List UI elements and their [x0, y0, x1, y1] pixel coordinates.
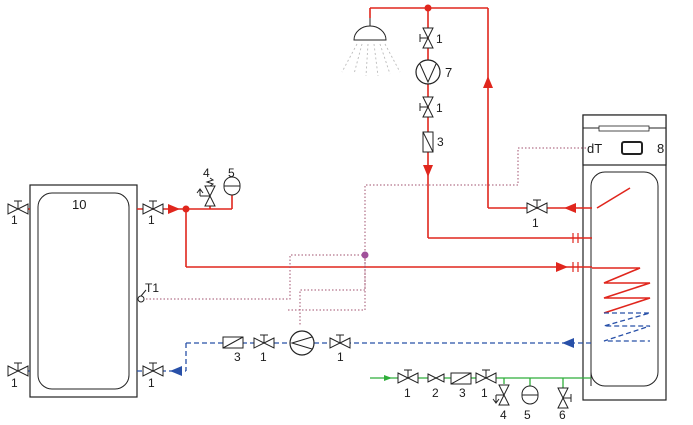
expansion-vessel-symbols: [223, 176, 539, 405]
control-lines: [146, 147, 586, 325]
label-valve-1-k: 1: [481, 386, 488, 400]
heat-pump-label: 8: [657, 141, 664, 156]
label-safety-valve-4-a: 4: [203, 166, 210, 180]
t1-sensor: T1: [137, 281, 159, 303]
filter-symbols: [222, 131, 472, 385]
label-valve-1-h: 1: [436, 32, 443, 46]
check-valve-symbol: [427, 373, 445, 383]
label-valve-1-j: 1: [404, 386, 411, 400]
storage-tank: 10: [29, 184, 138, 398]
coil-cold: [603, 312, 651, 342]
label-valve-1-a: 1: [11, 213, 18, 227]
safety-valve-symbols: [196, 177, 510, 406]
label-valve-1-b: 1: [148, 213, 155, 227]
label-valve-1-c: 1: [11, 376, 18, 390]
label-check-valve-2: 2: [432, 386, 439, 400]
dip-tube: [596, 187, 631, 209]
dt-sensor-label: dT: [587, 141, 602, 156]
coil-hot: [592, 267, 651, 314]
label-valve-1-f: 1: [337, 350, 344, 364]
label-valve-1-g: 1: [532, 216, 539, 230]
component-labels: 1 1 1 1 1 1 1 1 1 1 1 2 3 3 3 4 4 5 5 6 …: [11, 32, 566, 422]
label-safety-valve-4-b: 4: [500, 408, 507, 422]
t1-sensor-label: T1: [145, 281, 159, 295]
label-pump-7: 7: [445, 65, 452, 80]
label-filter-3-a: 3: [234, 350, 241, 364]
label-drain-valve-6: 6: [559, 408, 566, 422]
label-expansion-vessel-5-a: 5: [228, 166, 235, 180]
label-filter-3-b: 3: [459, 386, 466, 400]
label-filter-3-c: 3: [437, 135, 444, 149]
label-valve-1-i: 1: [436, 101, 443, 115]
label-valve-1-e: 1: [260, 350, 267, 364]
label-valve-1-d: 1: [148, 376, 155, 390]
pump-symbols: [289, 59, 441, 356]
shower-head-icon: [341, 18, 401, 77]
storage-tank-label: 10: [72, 197, 86, 212]
valve-symbols: [7, 27, 572, 409]
label-expansion-vessel-5-b: 5: [524, 408, 531, 422]
heat-pump-unit: dT 8: [582, 114, 667, 401]
